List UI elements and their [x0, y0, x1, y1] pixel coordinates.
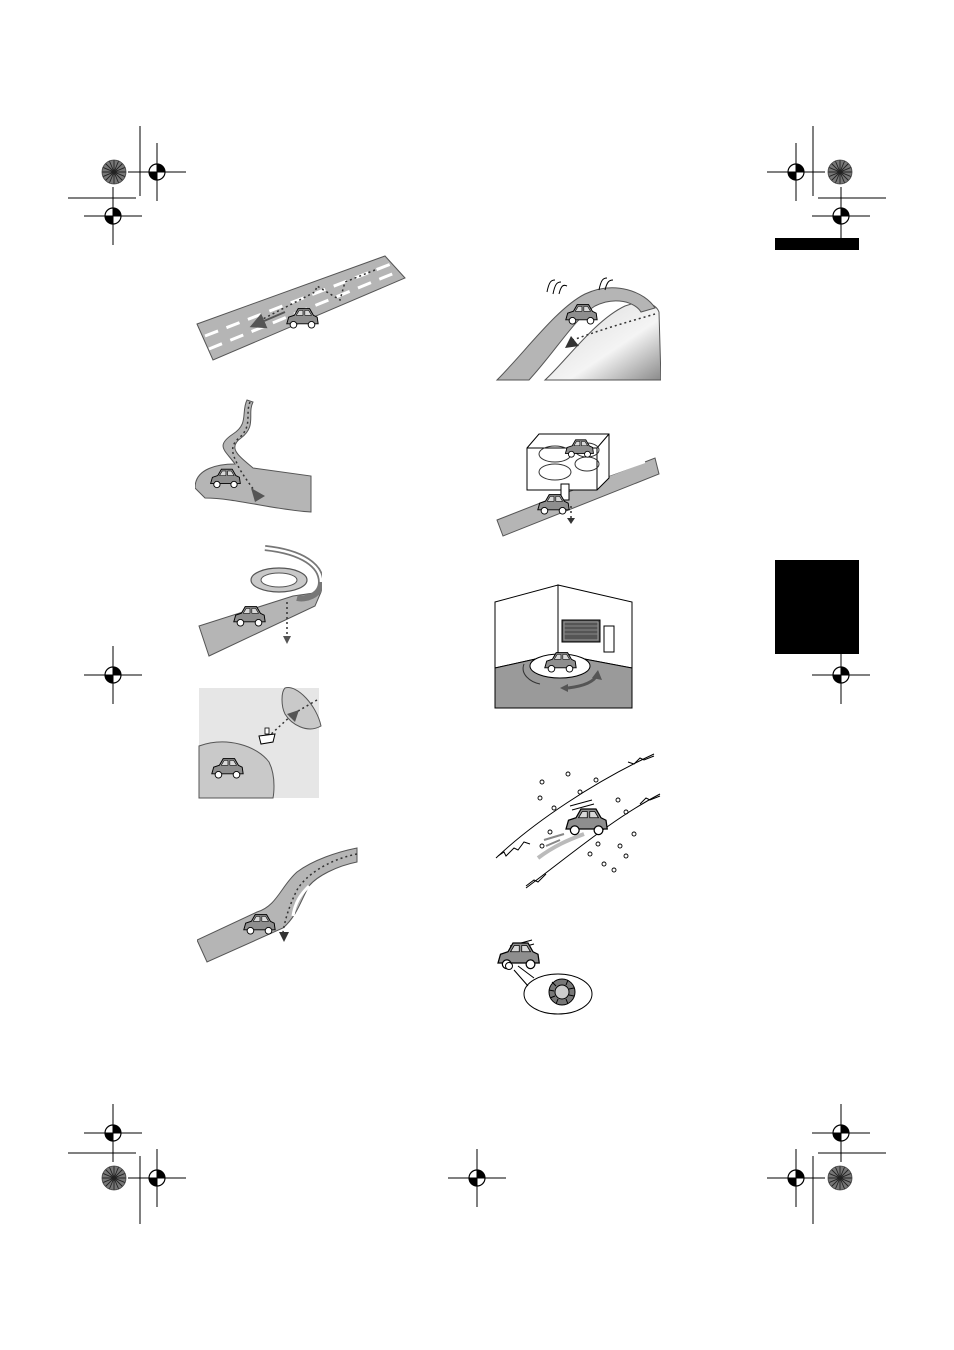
crosshair-icon — [84, 187, 142, 245]
color-wheel-icon — [828, 1166, 852, 1190]
crosshair-icon — [812, 187, 870, 245]
forked-road-illustration — [197, 846, 359, 964]
parking-structure-illustration — [495, 428, 661, 538]
ferry-crossing-illustration — [197, 686, 322, 801]
crosshair-icon — [128, 143, 186, 201]
spiral-ramp-illustration — [197, 542, 322, 658]
crosshair-icon — [448, 1149, 506, 1207]
multi-lane-road-illustration — [195, 252, 407, 364]
tire-chain-illustration — [494, 936, 594, 1016]
snowy-road-illustration — [494, 752, 662, 890]
crosshair-icon — [84, 646, 142, 704]
color-wheel-icon — [102, 160, 126, 184]
winding-road-illustration — [195, 398, 313, 516]
mountain-road-illustration — [495, 272, 661, 382]
color-wheel-icon — [828, 160, 852, 184]
crosshair-icon — [767, 143, 825, 201]
crosshair-icon — [128, 1149, 186, 1207]
crosshair-icon — [812, 646, 870, 704]
turntable-garage-illustration — [494, 584, 634, 710]
color-wheel-icon — [102, 1166, 126, 1190]
crosshair-icon — [767, 1149, 825, 1207]
